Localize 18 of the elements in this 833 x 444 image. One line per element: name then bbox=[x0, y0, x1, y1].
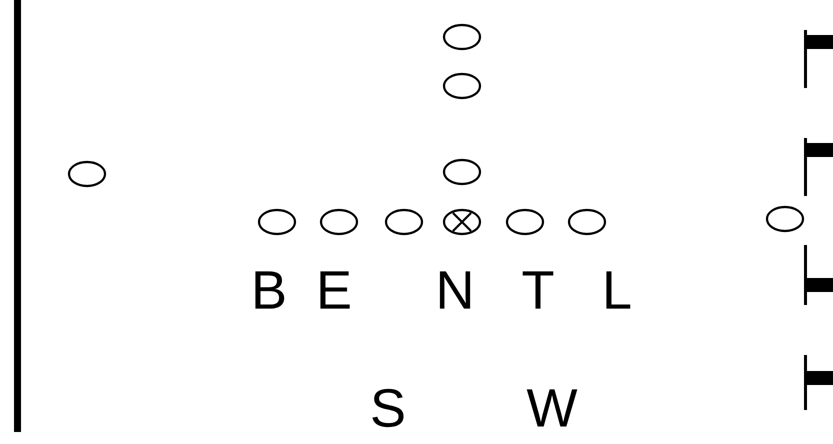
position-letter: N bbox=[440, 271, 470, 309]
position-letter: B bbox=[255, 271, 284, 309]
position-letter: E bbox=[320, 271, 350, 309]
player-marker bbox=[442, 72, 482, 100]
player-marker bbox=[68, 160, 106, 188]
player-marker bbox=[320, 208, 358, 236]
position-letter: W bbox=[526, 389, 578, 427]
position-letter: S bbox=[372, 388, 404, 428]
crossed-player-marker bbox=[442, 208, 482, 236]
player-marker bbox=[384, 208, 424, 236]
player-marker bbox=[766, 206, 804, 232]
player-marker bbox=[442, 158, 482, 186]
position-letter: L bbox=[606, 271, 630, 309]
player-marker bbox=[258, 208, 296, 236]
player-marker bbox=[568, 208, 606, 236]
player-marker bbox=[442, 24, 482, 50]
position-letter: T bbox=[522, 271, 554, 309]
player-marker bbox=[506, 208, 544, 236]
